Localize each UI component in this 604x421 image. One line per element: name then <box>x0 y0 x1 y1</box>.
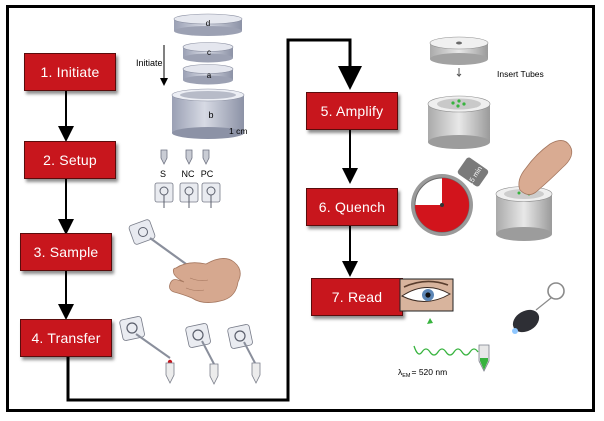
step-amplify: 5. Amplify <box>306 92 398 130</box>
diagram-frame <box>6 5 595 412</box>
step-setup: 2. Setup <box>24 141 116 179</box>
part-b <box>171 88 245 139</box>
swab-stick-icon <box>149 237 187 265</box>
part-d-label: d <box>206 19 210 28</box>
swab-card-icon <box>128 219 156 245</box>
emission-wave-icon <box>413 345 479 356</box>
wavelength-label: λEM= 520 nm <box>398 367 447 379</box>
insert-tubes-label: Insert Tubes <box>497 69 544 79</box>
step-sample: 3. Sample <box>20 233 112 271</box>
timer-icon: 15 min <box>411 157 489 236</box>
transfer-sample-icon <box>119 316 175 384</box>
initiate-label: Initiate <box>136 58 163 68</box>
fluorescent-tube-icon <box>478 344 490 372</box>
tube-pc-label: PC <box>201 169 214 179</box>
heater-base-icon <box>427 95 491 149</box>
hand-icon <box>169 258 241 303</box>
step-quench: 6. Quench <box>306 188 398 226</box>
arrow-4-5 <box>66 38 362 402</box>
part-a <box>182 64 234 85</box>
press-base-icon <box>495 186 553 241</box>
transfer-pc-icon <box>227 324 261 384</box>
step-initiate: 1. Initiate <box>24 53 116 91</box>
part-a-label: a <box>207 71 212 80</box>
transfer-nc-icon <box>185 323 219 385</box>
tube-s-icon <box>160 149 168 165</box>
tube-nc-label: NC <box>182 169 195 179</box>
tube-nc-icon <box>185 149 193 165</box>
eye-icon <box>399 278 454 312</box>
heater-lid-icon <box>429 36 489 65</box>
part-b-label: b <box>208 110 213 120</box>
part-c-label: c <box>207 48 211 57</box>
finger-icon <box>518 140 573 195</box>
step-transfer: 4. Transfer <box>20 319 112 357</box>
dimension-label: 1 cm <box>229 126 248 136</box>
part-c <box>182 42 234 63</box>
tube-s-label: S <box>160 169 166 179</box>
keychain-light-icon <box>512 282 565 334</box>
part-d <box>173 13 243 36</box>
tube-pc-icon <box>202 149 210 165</box>
